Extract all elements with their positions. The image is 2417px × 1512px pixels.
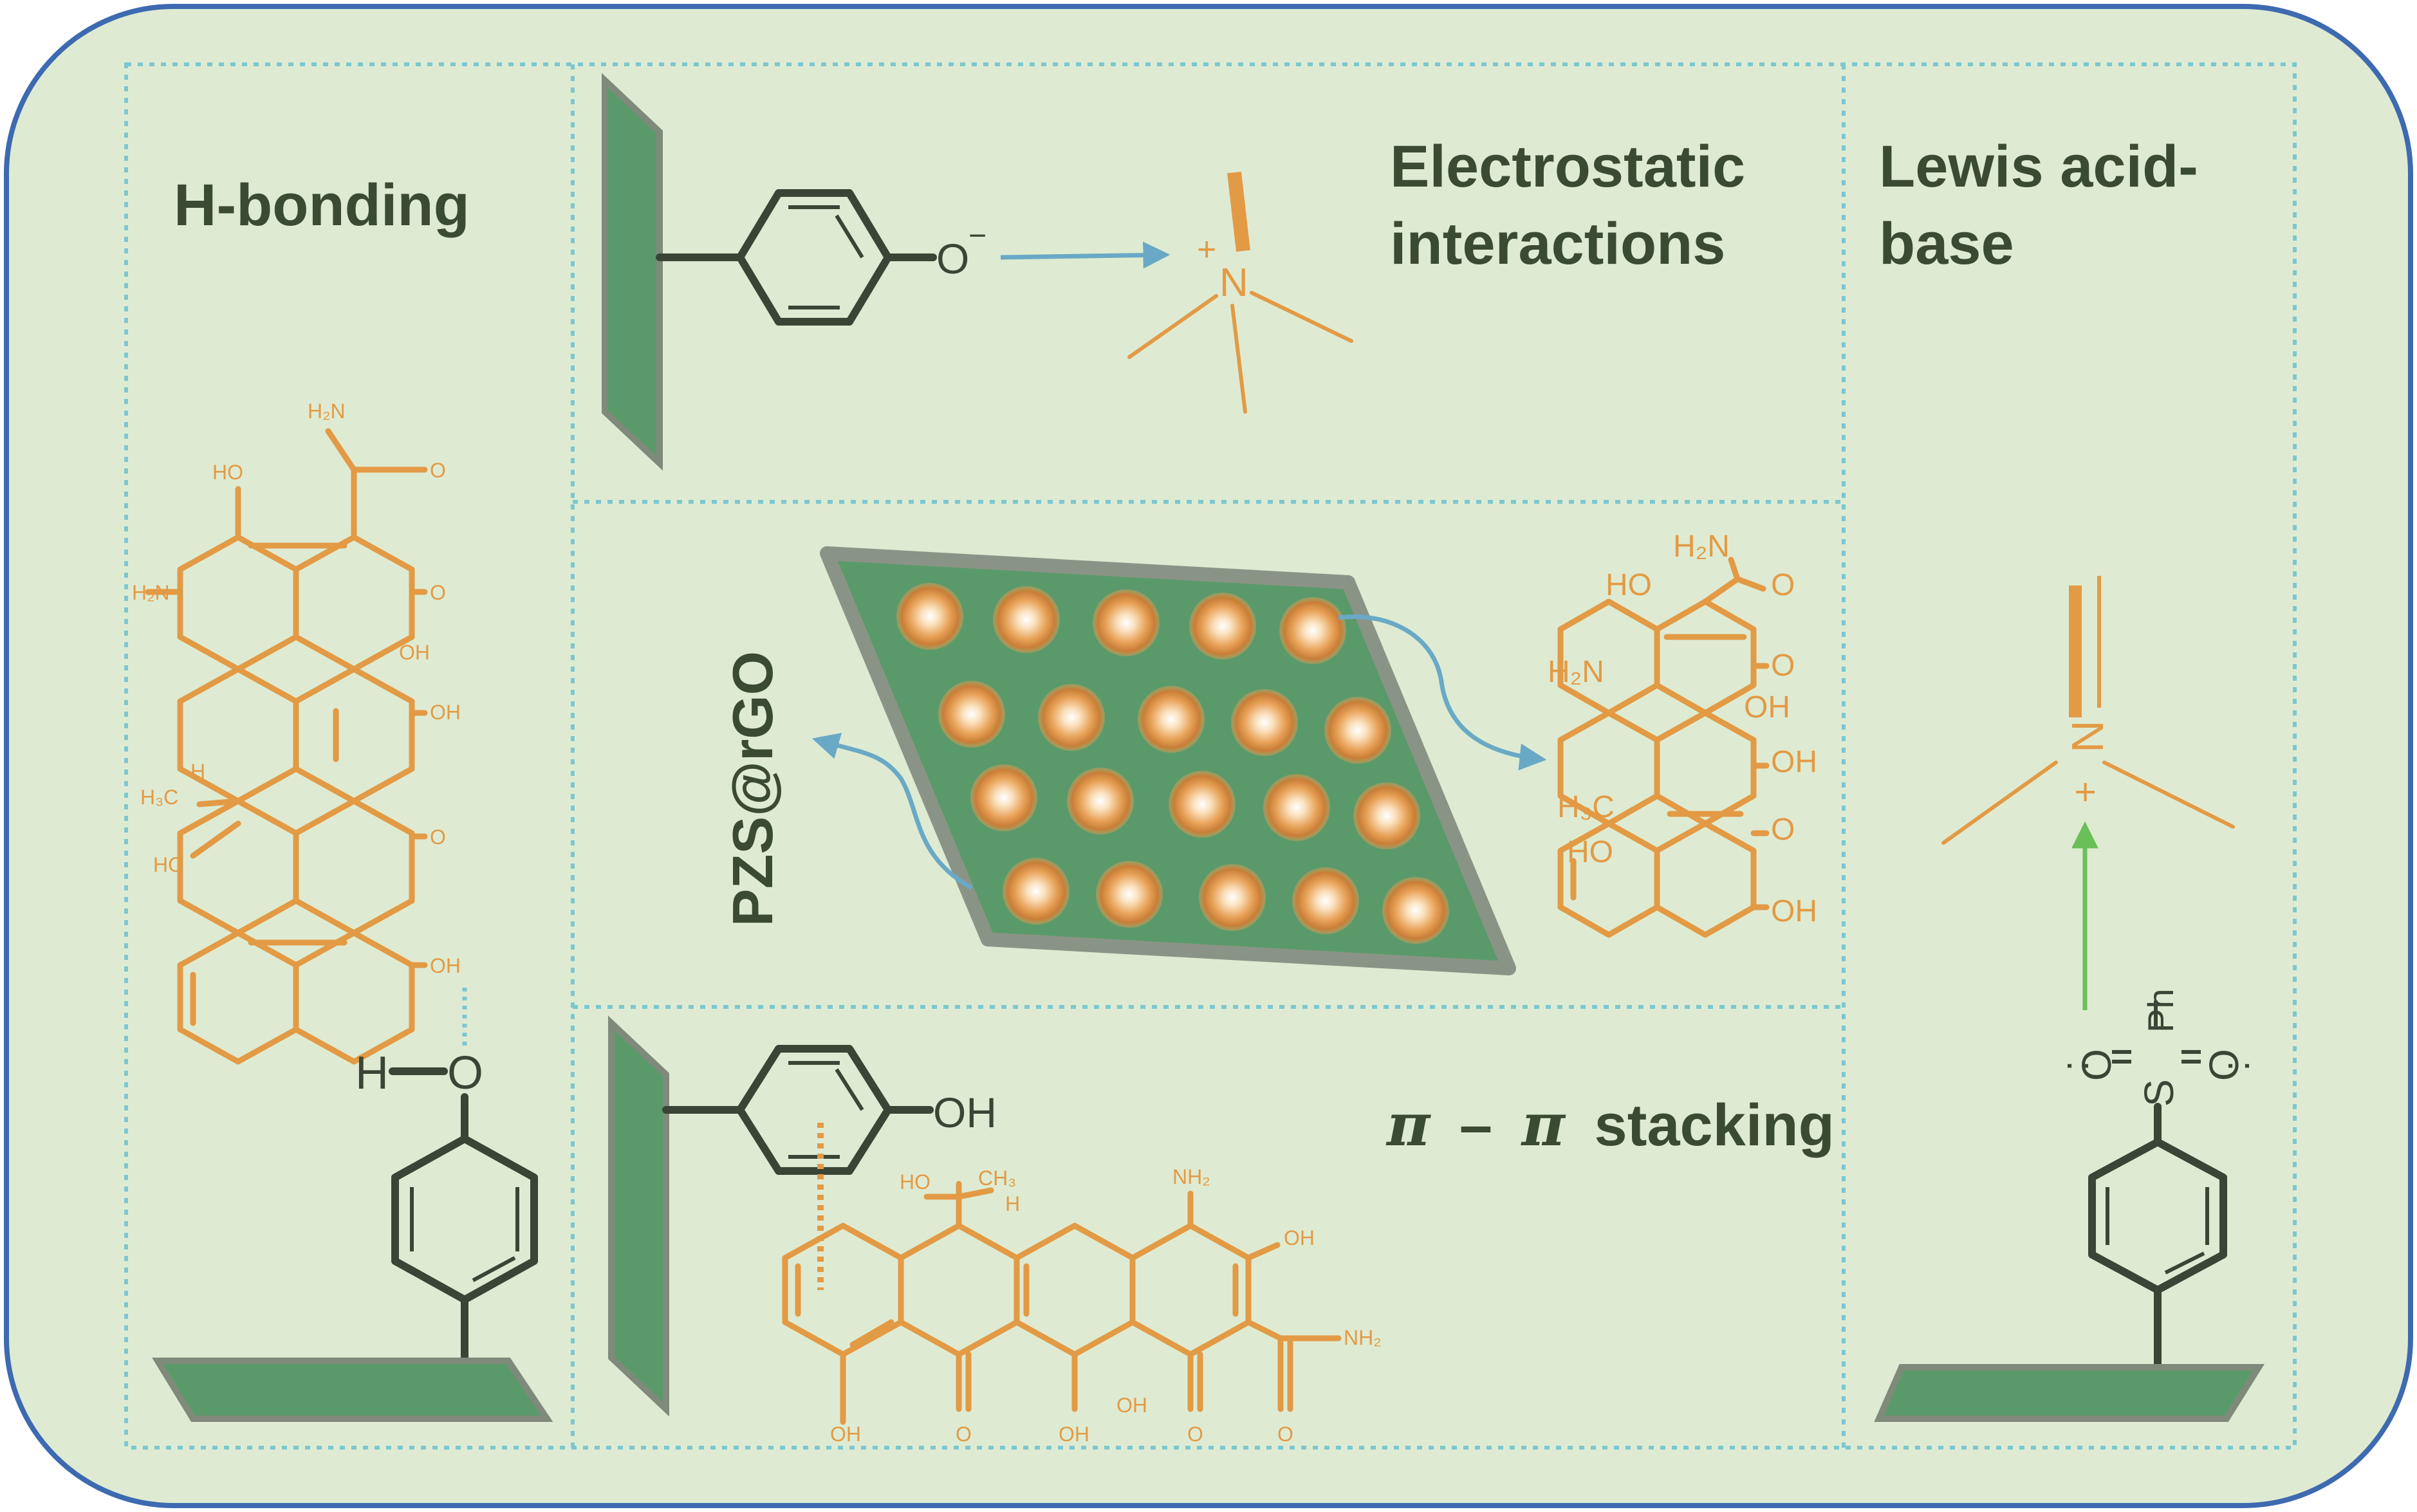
hbond-o-atom: O	[447, 1047, 483, 1099]
lewis-ph-label: Ph	[2140, 989, 2181, 1033]
svg-text:+: +	[1197, 231, 1216, 268]
svg-text:O: O	[430, 825, 446, 849]
lewis-o-left: O	[2073, 1049, 2120, 1081]
hbond-h-atom: H	[355, 1047, 389, 1099]
pipi-panel: OH π – π stacking	[608, 1015, 1835, 1446]
hbonding-title: H-bonding	[174, 172, 470, 238]
electrostatic-title-line2: interactions	[1390, 211, 1725, 277]
svg-text:O: O	[430, 581, 446, 604]
svg-text:O: O	[1771, 568, 1795, 602]
svg-text:O: O	[430, 459, 446, 482]
svg-text:NH₂: NH₂	[1344, 1326, 1382, 1349]
svg-text:O: O	[956, 1423, 972, 1446]
graphene-sheet-hbond	[152, 1358, 553, 1422]
svg-text:OH: OH	[1771, 894, 1817, 928]
svg-text:OH: OH	[1771, 745, 1817, 779]
svg-text:O: O	[1277, 1423, 1293, 1446]
tetracycline-molecule-right: H₂N O HO H₂N O OH OH H₃C HO O OH	[1548, 530, 1817, 938]
svg-text:HO: HO	[900, 1170, 931, 1194]
svg-text:OH: OH	[830, 1423, 861, 1446]
svg-text:HO: HO	[212, 461, 243, 484]
electrostatic-o-atom: O	[936, 235, 969, 282]
svg-text::: :	[2214, 1060, 2257, 1071]
svg-text:OH: OH	[430, 701, 461, 724]
lewis-o-right: O	[2201, 1049, 2247, 1081]
lewis-title-line2: base	[1879, 211, 2014, 277]
material-label: PZS@rGO	[721, 651, 784, 927]
svg-text:OH: OH	[1116, 1394, 1147, 1417]
center-panel: PZS@rGO	[721, 530, 1817, 975]
svg-text:HO: HO	[153, 853, 184, 876]
hbonding-panel: H-bonding H₂N O	[132, 172, 553, 1422]
svg-text:HO: HO	[1606, 568, 1652, 602]
svg-text:+: +	[2064, 781, 2106, 803]
electrostatic-arrow	[1000, 241, 1171, 269]
svg-text:OH: OH	[1744, 690, 1790, 724]
graphene-sheet-lewis	[1874, 1364, 2265, 1422]
tetracycline-molecule-bottom: HO CH₃ H NH₂ OH NH₂ OH O OH OH O O	[782, 1165, 1382, 1446]
electrostatic-n-atom: N	[1219, 261, 1248, 305]
pzs-nanospheres	[896, 583, 1449, 944]
panel-dividers	[124, 62, 2297, 1450]
svg-text:H₃C: H₃C	[1557, 790, 1615, 824]
svg-text:H: H	[190, 760, 205, 783]
svg-text:OH: OH	[430, 954, 461, 977]
svg-text:H₂N: H₂N	[1548, 655, 1604, 689]
svg-text:HO: HO	[1567, 835, 1613, 869]
lewis-s-atom: S	[2136, 1079, 2182, 1107]
arrow-to-tetracycline	[1338, 614, 1547, 771]
lewis-title-line1: Lewis acid-	[1879, 134, 2198, 199]
lewis-n-atom: N	[2062, 720, 2113, 753]
electrostatic-title-line1: Electrostatic	[1390, 134, 1745, 199]
tetracycline-molecule-left: H₂N O HO H₂N O OH OH H H₃C HO O OH	[132, 400, 461, 1065]
pipi-oh-label: OH	[933, 1089, 997, 1136]
arrow-to-material	[811, 733, 973, 890]
svg-text:NH₂: NH₂	[1172, 1165, 1210, 1188]
svg-text:H₂N: H₂N	[308, 400, 346, 423]
svg-text:O: O	[1771, 649, 1795, 683]
pipi-title: π – π stacking	[1385, 1090, 1835, 1159]
svg-text:O: O	[1187, 1423, 1203, 1446]
electrostatic-panel: O − + N Electrostatic interactions	[602, 73, 1745, 471]
svg-text:H: H	[1005, 1192, 1020, 1215]
pzs-rgo-sheet	[820, 546, 1516, 975]
graphene-sheet-electrostatic	[602, 73, 663, 471]
graphene-sheet-pipi	[608, 1015, 669, 1417]
svg-text:O: O	[1771, 813, 1795, 847]
svg-text:OH: OH	[1059, 1423, 1089, 1446]
svg-text:H₂N: H₂N	[1673, 530, 1730, 564]
svg-text::: :	[2053, 1060, 2097, 1071]
svg-text:H₃C: H₃C	[140, 786, 178, 809]
lewis-panel: Lewis acid- base N + S Ph O O : :	[1874, 134, 2265, 1422]
svg-text:−: −	[968, 219, 986, 253]
svg-text:OH: OH	[1284, 1226, 1315, 1249]
svg-text:OH: OH	[399, 641, 430, 664]
svg-text:CH₃: CH₃	[978, 1166, 1016, 1190]
svg-text:H₂N: H₂N	[132, 581, 170, 604]
